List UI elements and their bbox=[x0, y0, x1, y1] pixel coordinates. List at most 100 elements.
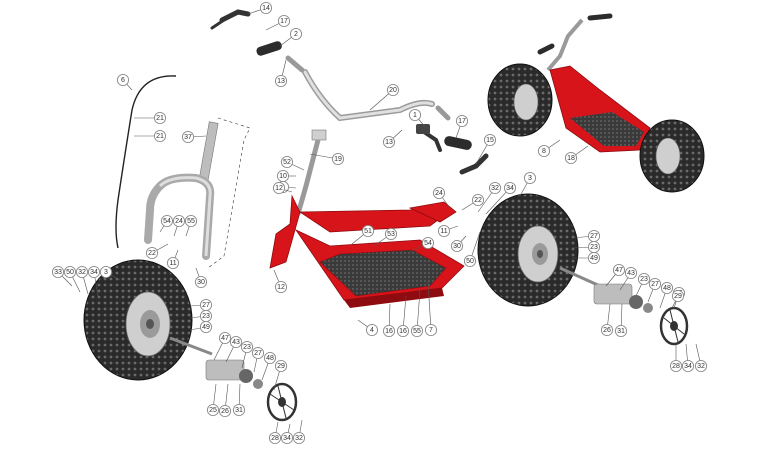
callout-27: 27 bbox=[189, 298, 213, 312]
callout-4: 4 bbox=[357, 319, 379, 337]
callout-32: 32 bbox=[477, 181, 502, 213]
callout-label: 30 bbox=[197, 279, 205, 286]
callout-label: 31 bbox=[617, 328, 625, 335]
callout-circle bbox=[361, 224, 375, 238]
brake-disc-left bbox=[266, 382, 298, 422]
callout-circle bbox=[116, 73, 130, 87]
callout-34: 34 bbox=[485, 181, 517, 215]
callout-label: 3 bbox=[528, 175, 532, 182]
callout-circle bbox=[386, 83, 400, 97]
callout-circle bbox=[523, 171, 537, 185]
callout-33: 33 bbox=[51, 265, 73, 287]
callout-55: 55 bbox=[184, 214, 198, 237]
callout-label: 28 bbox=[271, 435, 279, 442]
callout-label: 48 bbox=[266, 355, 274, 362]
callout-circle bbox=[600, 323, 614, 337]
callout-16: 16 bbox=[382, 303, 396, 338]
callout-label: 6 bbox=[121, 77, 125, 84]
callout-label: 20 bbox=[389, 87, 397, 94]
callout-label: 22 bbox=[148, 250, 156, 257]
callout-28: 28 bbox=[268, 421, 282, 445]
callout-label: 23 bbox=[590, 244, 598, 251]
callout-circle bbox=[331, 152, 345, 166]
callout-31: 31 bbox=[232, 383, 246, 417]
callout-circle bbox=[172, 214, 186, 228]
callout-34: 34 bbox=[87, 265, 101, 297]
callout-55: 55 bbox=[410, 289, 424, 338]
callout-label: 28 bbox=[672, 363, 680, 370]
callout-3: 3 bbox=[519, 171, 537, 197]
callout-label: 16 bbox=[399, 328, 407, 335]
callout-circle bbox=[274, 280, 288, 294]
callout-label: 27 bbox=[254, 350, 262, 357]
front-fork bbox=[144, 121, 219, 260]
callout-circle bbox=[218, 404, 232, 418]
brake-cable bbox=[115, 75, 177, 249]
callout-label: 50 bbox=[466, 258, 474, 265]
callout-label: 23 bbox=[202, 313, 210, 320]
callout-12: 12 bbox=[272, 181, 293, 195]
callout-label: 7 bbox=[429, 327, 433, 334]
callout-1: 1 bbox=[408, 108, 427, 129]
callout-21: 21 bbox=[134, 129, 167, 143]
assembled-trike bbox=[487, 13, 705, 193]
callout-circle bbox=[503, 181, 517, 195]
leader-line bbox=[427, 281, 432, 331]
callout-label: 13 bbox=[385, 139, 393, 146]
callout-34: 34 bbox=[280, 423, 294, 445]
callout-29: 29 bbox=[273, 359, 288, 391]
callout-circle bbox=[365, 323, 379, 337]
callout-label: 43 bbox=[232, 339, 240, 346]
handlebar-assembly bbox=[285, 55, 451, 122]
callout-circle bbox=[432, 186, 446, 200]
callout-label: 16 bbox=[385, 328, 393, 335]
callout-label: 50 bbox=[66, 269, 74, 276]
callout-49: 49 bbox=[189, 320, 213, 334]
callout-50: 50 bbox=[463, 231, 481, 268]
callout-circle bbox=[199, 320, 213, 334]
callout-layer: 1417213201171315621213752191091212542455… bbox=[51, 1, 708, 445]
callout-circle bbox=[471, 193, 485, 207]
callout-7: 7 bbox=[424, 281, 438, 337]
callout-circle bbox=[424, 323, 438, 337]
callout-label: 54 bbox=[163, 218, 171, 225]
callout-circle bbox=[450, 239, 464, 253]
callout-20: 20 bbox=[369, 83, 400, 111]
callout-label: 19 bbox=[334, 156, 342, 163]
callout-circle bbox=[166, 256, 180, 270]
callout-label: 17 bbox=[458, 118, 466, 125]
callout-47: 47 bbox=[605, 263, 626, 287]
callout-label: 24 bbox=[175, 218, 183, 225]
callout-label: 37 bbox=[184, 134, 192, 141]
callout-circle bbox=[280, 431, 294, 445]
callout-circle bbox=[660, 281, 674, 295]
callout-53: 53 bbox=[373, 227, 398, 247]
callout-circle bbox=[384, 227, 398, 241]
callout-circle bbox=[648, 277, 662, 291]
callout-circle bbox=[681, 359, 695, 373]
callout-28: 28 bbox=[669, 344, 683, 373]
callout-label: 15 bbox=[486, 137, 494, 144]
callout-circle bbox=[145, 246, 159, 260]
callout-circle bbox=[184, 214, 198, 228]
callout-23: 23 bbox=[635, 272, 651, 297]
callout-10: 10 bbox=[276, 169, 296, 183]
callout-circle bbox=[75, 265, 89, 279]
callout-6: 6 bbox=[116, 73, 133, 91]
callout-circle bbox=[218, 331, 232, 345]
callout-label: 21 bbox=[156, 133, 164, 140]
throttle-lever bbox=[459, 153, 489, 175]
callout-circle bbox=[382, 135, 396, 149]
callout-2: 2 bbox=[279, 27, 303, 47]
callout-circle bbox=[280, 155, 294, 169]
callout-circle bbox=[153, 111, 167, 125]
callout-18: 18 bbox=[564, 145, 589, 165]
callout-25: 25 bbox=[206, 383, 220, 417]
steering-stem bbox=[295, 129, 327, 215]
callout-27: 27 bbox=[571, 229, 601, 243]
callout-30: 30 bbox=[194, 267, 208, 289]
callout-circle bbox=[483, 133, 497, 147]
callout-label: 11 bbox=[169, 260, 176, 267]
callout-label: 49 bbox=[590, 255, 598, 262]
callout-circle bbox=[206, 403, 220, 417]
